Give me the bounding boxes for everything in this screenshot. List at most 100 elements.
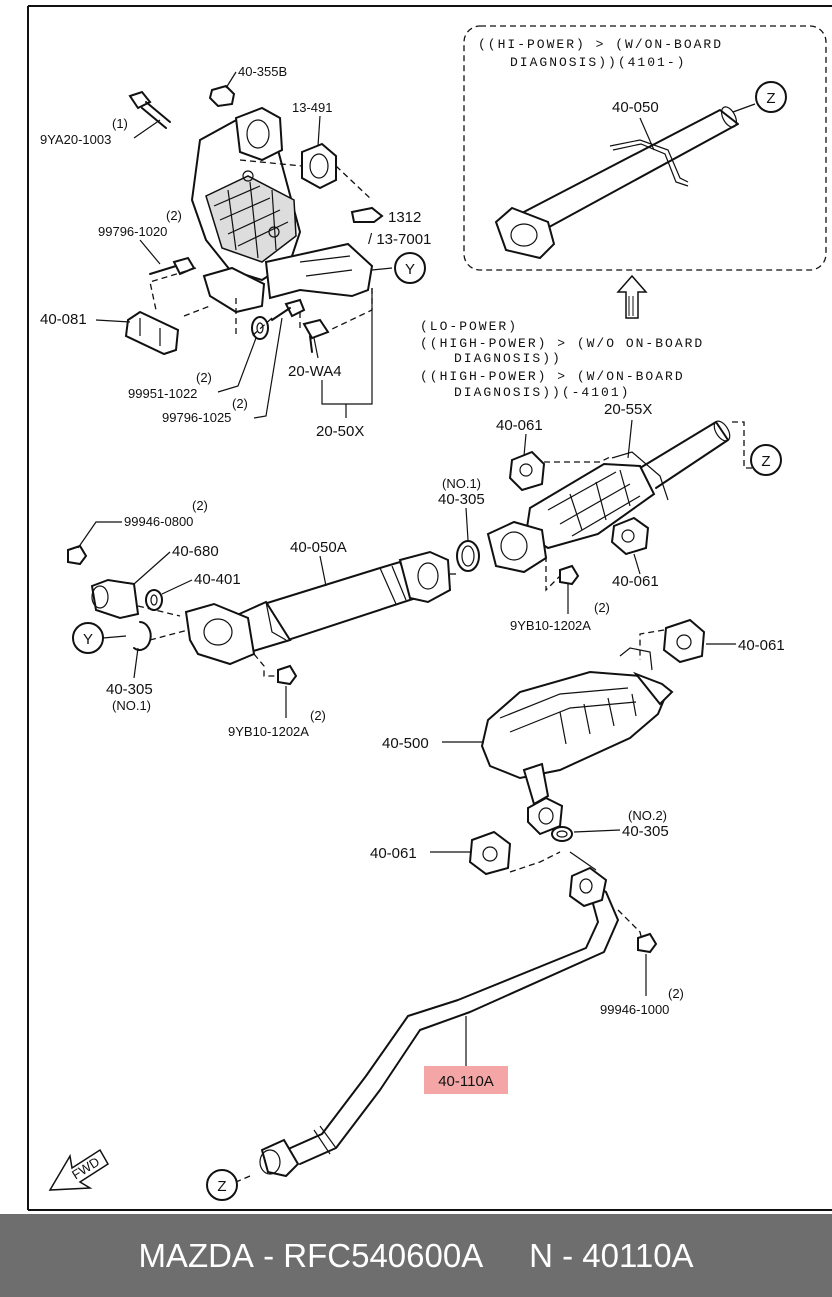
label-40-305-top: 40-305 <box>438 491 485 508</box>
bracket-20-50X <box>321 288 373 418</box>
callout-y-top-text: Y <box>405 261 415 278</box>
leader-13-491 <box>317 115 321 147</box>
mid-note-line3: DIAGNOSIS)) <box>454 351 562 366</box>
leader-40-305-no2 <box>573 829 621 833</box>
label-9YB10-right-qty: (2) <box>594 600 610 615</box>
label-40-305-left-note: (NO.1) <box>112 698 151 713</box>
label-99951-1022: 99951-1022 <box>128 386 197 401</box>
highlight-40-110A <box>424 1066 508 1094</box>
front-pipe-40-050 <box>494 106 739 260</box>
nut-40-355B <box>208 84 236 108</box>
dash-front-flange <box>137 605 189 641</box>
leader-9YA20 <box>133 119 161 139</box>
bolt-20-WA4 <box>302 318 330 353</box>
label-40-061-c: 40-061 <box>738 637 785 654</box>
label-40-110A: 40-110A <box>438 1073 494 1090</box>
leader-99946-0800 <box>77 521 122 549</box>
leader-40-061-a <box>523 433 527 457</box>
dash-40-061-c <box>639 629 665 660</box>
bolt-99796-1025 <box>271 298 306 321</box>
footer-brand: MAZDA <box>138 1236 254 1274</box>
catalytic-converter-20-55X <box>486 420 731 574</box>
gasket-40-305-no1-top <box>456 540 480 572</box>
label-40-061-b: 40-061 <box>612 573 659 590</box>
label-40-305-no2: 40-305 <box>622 823 669 840</box>
footer-part-number: RFC540600A <box>283 1236 484 1274</box>
label-20-55X: 20-55X <box>604 401 652 418</box>
nut-99946-0800 <box>67 544 88 566</box>
hanger-40-061-c <box>662 618 706 664</box>
gasket-13-491 <box>301 142 337 190</box>
label-99946-0800: 99946-0800 <box>124 514 193 529</box>
label-99796-1020: 99796-1020 <box>98 224 167 239</box>
muffler-40-500 <box>480 647 674 836</box>
dash-9YB10-right <box>545 556 561 592</box>
leader-y-left <box>102 635 127 639</box>
mid-note-line1: (LO-POWER) <box>420 319 518 334</box>
hanger-40-061-d <box>468 830 512 876</box>
callout-y-top <box>394 252 426 284</box>
leader-99796-1020 <box>139 239 161 265</box>
tail-pipe-40-110A <box>259 851 619 1178</box>
mid-note-line4: ((HIGH-POWER) > (W/ON-BOARD <box>420 369 685 384</box>
inset-note-line1: ((HI-POWER) > (W/ON-BOARD <box>478 37 723 52</box>
label-40-061-a: 40-061 <box>496 417 543 434</box>
label-99946-1000-qty: (2) <box>668 986 684 1001</box>
dash-40-061-a <box>544 455 613 463</box>
label-40-500: 40-500 <box>382 735 429 752</box>
leader-99951 <box>217 337 257 393</box>
leader-40-050A <box>319 555 327 587</box>
footer-n-value: 40110A <box>582 1236 694 1274</box>
label-99951-qty: (2) <box>196 370 212 385</box>
label-99946-0800-qty: (2) <box>192 498 208 513</box>
nut-99946-1000 <box>637 932 658 954</box>
dash-40-061-d <box>509 851 561 873</box>
inset-note-line2: DIAGNOSIS))(4101-) <box>510 55 686 70</box>
label-40-401: 40-401 <box>194 571 241 588</box>
label-40-355B: 40-355B <box>238 64 287 79</box>
dash-99946-1000 <box>617 909 643 941</box>
callout-y-left-text: Y <box>83 631 93 648</box>
nut-9YB10-1202A-left <box>277 664 298 686</box>
hanger-40-061-b <box>610 516 650 556</box>
leader-y-top <box>371 267 393 271</box>
label-40-680: 40-680 <box>172 543 219 560</box>
footer-gap <box>483 1237 529 1275</box>
up-arrow-icon <box>616 274 648 319</box>
leader-40-081 <box>95 319 131 323</box>
callout-y-left <box>72 622 104 654</box>
leader-40-305-left <box>133 647 139 679</box>
label-1312: 1312 <box>388 209 421 226</box>
label-40-305-no2-note: (NO.2) <box>628 808 667 823</box>
manifold-converter-20-50X <box>190 106 374 314</box>
bolt-9YA20-1003 <box>128 90 171 129</box>
inset-dashed-box <box>463 25 827 271</box>
dash-lines-bolts <box>149 267 301 337</box>
leader-99796-1025 <box>253 317 283 419</box>
dash-z-bottom <box>235 1175 251 1183</box>
label-9YA20-qty: (1) <box>112 116 128 131</box>
footer-n-label: N <box>529 1236 553 1274</box>
gasket-40-401 <box>145 589 163 611</box>
callout-z-bottom-text: Z <box>217 1178 226 1195</box>
exhaust-parts-diagram: ((HI-POWER) > (W/ON-BOARD DIAGNOSIS))(41… <box>27 5 832 1211</box>
label-9YA20-1003: 9YA20-1003 <box>40 132 111 147</box>
sensor-1312 <box>350 206 384 223</box>
dash-lines-manifold <box>239 159 373 201</box>
gasket-40-305-no2 <box>551 826 573 842</box>
leader-40-061-b <box>633 553 641 575</box>
nut-9YB10-1202A-right <box>559 564 580 586</box>
label-40-061-d: 40-061 <box>370 845 417 862</box>
footer-bar: MAZDA - RFC540600A N - 40110A <box>0 1214 832 1297</box>
dash-z-mid <box>732 421 752 469</box>
bracket-40-081 <box>124 310 180 356</box>
mid-note-line5: DIAGNOSIS))(-4101) <box>454 385 630 400</box>
callout-z-bottom <box>206 1169 238 1201</box>
callout-z-inset-text: Z <box>766 90 775 107</box>
front-pipe-40-050A <box>184 550 452 666</box>
label-40-050A: 40-050A <box>290 539 347 556</box>
leader-40-305-top <box>465 507 469 541</box>
leader-20-WA4 <box>313 337 319 359</box>
label-13-491: 13-491 <box>292 100 332 115</box>
label-99796-1025: 99796-1025 <box>162 410 231 425</box>
